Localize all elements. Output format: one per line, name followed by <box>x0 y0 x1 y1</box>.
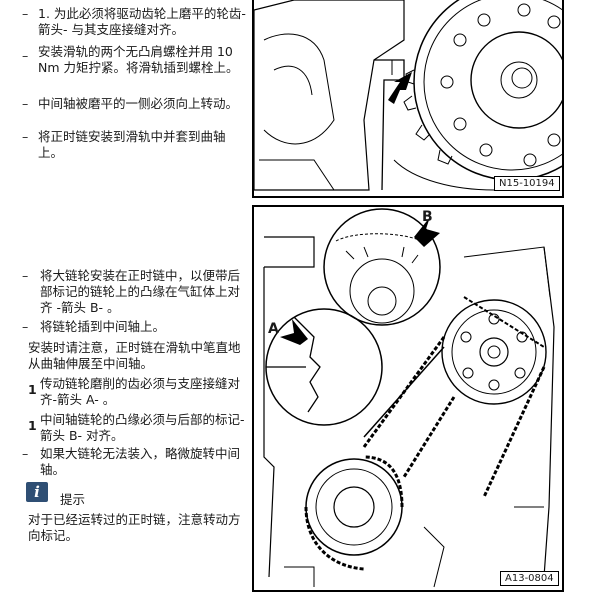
step-text: 将大链轮安装在正时链中，以便带后部标记的链轮上的凸缘在气缸体上对齐 -箭头 B-… <box>40 268 241 315</box>
step-bullet: 1 <box>28 418 37 433</box>
step-bullet: – <box>22 96 29 111</box>
figure-bottom-drawing <box>263 208 555 588</box>
hint-text: 对于已经运转过的正时链，注意转动方向标记。 <box>28 512 241 543</box>
callout-a: A <box>268 321 279 337</box>
step-text: 传动链轮磨削的齿必须与支座接缝对齐-箭头 A- 。 <box>40 376 241 407</box>
figure-top: N15-10194 <box>252 0 564 198</box>
step-bullet: – <box>22 446 29 461</box>
figure-bottom-label: A13-0804 <box>500 571 559 586</box>
figure-bottom: B A A13-0804 <box>252 205 564 592</box>
step-text: 中间轴链轮的凸缘必须与后部的标记-箭头 B- 对齐。 <box>40 412 245 443</box>
step-bullet: – <box>22 268 29 283</box>
step-text: 如果大链轮无法装入，略微旋转中间轴。 <box>40 446 241 477</box>
info-icon: i <box>26 482 48 502</box>
step-bullet: – <box>22 6 29 21</box>
step-bullet: – <box>22 129 29 144</box>
step-text: 安装滑轨的两个无凸肩螺栓并用 10 Nm 力矩拧紧。将滑轨插到螺栓上。 <box>38 44 239 75</box>
figure-top-label: N15-10194 <box>494 176 560 191</box>
step-bullet: – <box>22 48 29 63</box>
step-text: 中间轴被磨平的一侧必须向上转动。 <box>38 96 239 111</box>
callout-b: B <box>422 209 433 225</box>
figure-top-drawing <box>254 0 562 191</box>
step-text: 1. 为此必须将驱动齿轮上磨平的轮齿-箭头- 与其支座接缝对齐。 <box>38 6 246 37</box>
step-bullet: 1 <box>28 382 37 397</box>
hint-title: 提示 <box>60 492 86 507</box>
step-text: 将正时链安装到滑轨中并套到曲轴上。 <box>38 129 226 160</box>
step-bullet: – <box>22 319 29 334</box>
step-text: 将链轮插到中间轴上。 <box>40 319 166 334</box>
step-text: 安装时请注意，正时链在滑轨中笔直地从曲轴伸展至中间轴。 <box>28 340 241 371</box>
